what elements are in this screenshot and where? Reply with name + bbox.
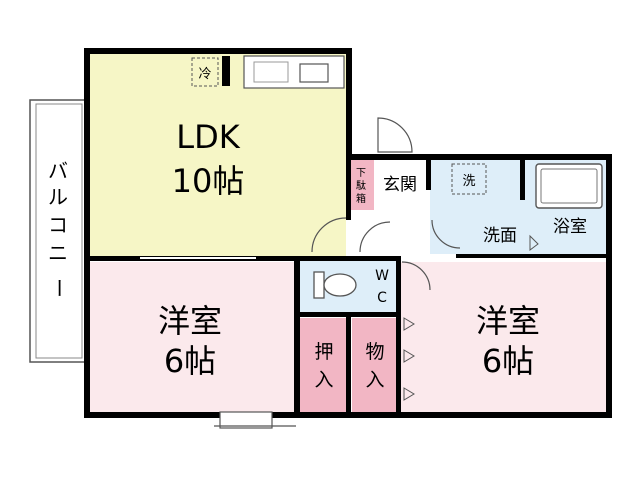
- wc-line1: W: [375, 268, 389, 284]
- bathtub-icon: [535, 163, 603, 209]
- western-right-size: 6帖: [482, 342, 534, 380]
- western-room-left: [88, 262, 294, 414]
- shoe-box-line1: 下: [356, 168, 366, 179]
- balcony-char: バ: [48, 159, 68, 183]
- wall: [222, 56, 230, 86]
- balcony-char: ニ: [48, 241, 68, 265]
- closet-door-marker: [403, 317, 415, 331]
- wall: [300, 256, 400, 261]
- door-swing-icon: [311, 217, 347, 253]
- stove: [253, 61, 289, 83]
- entrance-name: 玄関: [383, 175, 417, 195]
- wall: [294, 256, 300, 418]
- closet: [300, 318, 348, 414]
- washroom: [430, 160, 528, 254]
- wall: [396, 256, 401, 418]
- wall: [346, 154, 612, 160]
- wall: [84, 48, 352, 54]
- balcony-char: ル: [48, 185, 68, 209]
- shoe-box: [348, 160, 374, 210]
- fridge-icon: [191, 57, 219, 87]
- washer-label: 洗: [462, 174, 475, 189]
- wall: [84, 48, 90, 418]
- shoe-box-line2: 駄: [356, 179, 366, 192]
- window: [214, 411, 296, 429]
- bathroom-name: 浴室: [553, 217, 587, 237]
- wall: [456, 254, 612, 258]
- wall: [426, 154, 431, 190]
- sink: [299, 63, 329, 83]
- closet-line1: 押: [314, 341, 333, 363]
- ldk-size: 10帖: [172, 162, 245, 200]
- toilet-icon: [313, 271, 357, 299]
- bathtub-inner: [540, 168, 598, 204]
- shoe-box-line3: 箱: [356, 192, 366, 205]
- western-room-right: [400, 262, 608, 414]
- closet-door-marker: [403, 349, 415, 363]
- ldk-name: LDK: [176, 118, 240, 156]
- storage: [352, 318, 398, 414]
- bath-door-marker: [529, 234, 539, 251]
- wall: [294, 312, 400, 317]
- wall: [346, 48, 352, 154]
- door-swing-icon: [431, 219, 461, 249]
- door-swing-icon: [377, 117, 413, 153]
- storage-line2: 入: [365, 369, 384, 391]
- door-swing-icon: [359, 221, 391, 253]
- western-right-name: 洋室: [476, 302, 540, 340]
- washer-icon: [451, 163, 487, 195]
- wc-line2: C: [377, 290, 387, 306]
- wall: [520, 154, 525, 200]
- kitchen-counter-icon: [243, 55, 345, 89]
- closet-door-marker: [403, 387, 415, 401]
- fridge-label: 冷: [198, 67, 211, 82]
- washroom-name: 洗面: [483, 226, 517, 246]
- western-left-size: 6帖: [164, 342, 216, 380]
- closet-line2: 入: [314, 369, 333, 391]
- balcony-char: ー: [47, 278, 71, 298]
- door-swing-icon: [401, 261, 431, 291]
- storage-line1: 物: [365, 341, 384, 363]
- wall: [346, 316, 351, 416]
- balcony-inner: [35, 103, 83, 359]
- western-left-name: 洋室: [158, 302, 222, 340]
- balcony-char: コ: [48, 213, 68, 237]
- wall: [346, 154, 351, 220]
- wall: [606, 154, 612, 418]
